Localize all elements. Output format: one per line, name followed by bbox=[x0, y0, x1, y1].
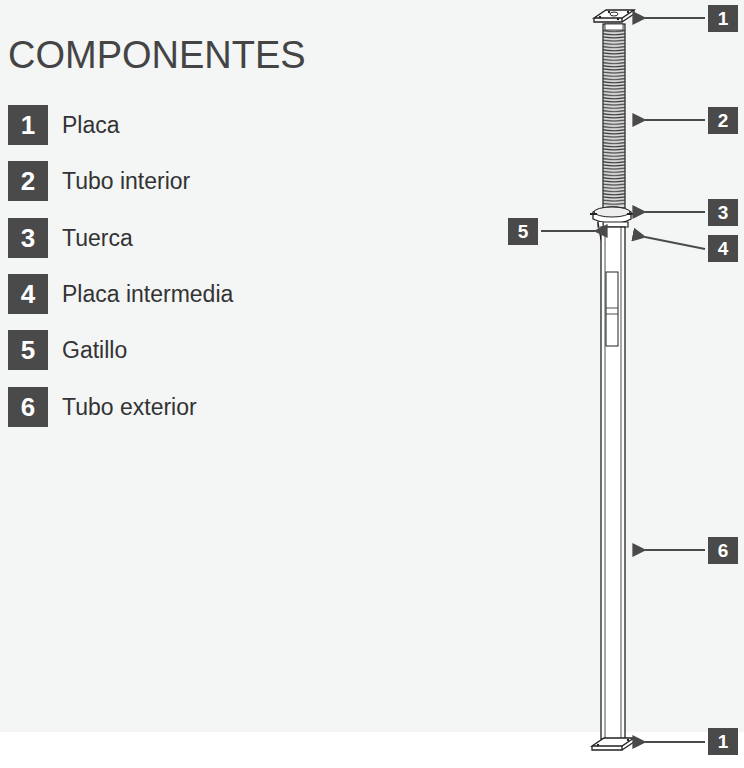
callout-number: 2 bbox=[708, 107, 738, 134]
callout-number: 1 bbox=[8, 105, 48, 145]
nut bbox=[590, 207, 634, 224]
page-title: COMPONENTES bbox=[8, 34, 306, 77]
callout-number: 1 bbox=[708, 728, 738, 755]
part-name: Gatillo bbox=[62, 330, 127, 370]
legend-item: 1Placa bbox=[8, 105, 48, 145]
callout: 4 bbox=[708, 235, 738, 262]
callout-number: 5 bbox=[8, 330, 48, 370]
callout: 3 bbox=[708, 199, 738, 226]
bottom-band bbox=[0, 732, 744, 768]
callout-number: 4 bbox=[708, 235, 738, 262]
callout: 2 bbox=[708, 107, 738, 134]
callout-number: 5 bbox=[508, 218, 538, 245]
legend-item: 5Gatillo bbox=[8, 330, 48, 370]
inner-tube bbox=[603, 24, 625, 208]
leader-arrows bbox=[541, 18, 705, 742]
callout-number: 6 bbox=[8, 387, 48, 427]
top-plate bbox=[594, 10, 634, 22]
leader-arrow bbox=[645, 741, 705, 743]
leader-arrow bbox=[541, 230, 595, 232]
legend-item: 4Placa intermedia bbox=[8, 274, 48, 314]
legend-item: 6Tubo exterior bbox=[8, 387, 48, 427]
callout-number: 3 bbox=[8, 218, 48, 258]
callout: 5 bbox=[508, 218, 538, 245]
part-name: Tuerca bbox=[62, 218, 133, 258]
part-name: Tubo exterior bbox=[62, 387, 197, 427]
legend-item: 3Tuerca bbox=[8, 218, 48, 258]
leader-arrow bbox=[645, 211, 705, 213]
leader-arrow bbox=[645, 119, 705, 121]
leader-arrow bbox=[645, 237, 705, 249]
part-name: Placa intermedia bbox=[62, 274, 233, 314]
outer-tube bbox=[601, 227, 625, 739]
leader-arrow bbox=[645, 549, 705, 551]
legend-item: 2Tubo interior bbox=[8, 161, 48, 201]
callout-number: 6 bbox=[708, 537, 738, 564]
bottom-plate bbox=[592, 738, 634, 750]
callout: 1 bbox=[708, 5, 738, 32]
leader-arrow bbox=[645, 17, 705, 19]
callout: 1 bbox=[708, 728, 738, 755]
part-name: Tubo interior bbox=[62, 161, 190, 201]
callout-number: 2 bbox=[8, 161, 48, 201]
part-name: Placa bbox=[62, 105, 120, 145]
callout-number: 4 bbox=[8, 274, 48, 314]
callout-number: 3 bbox=[708, 199, 738, 226]
callout: 6 bbox=[708, 537, 738, 564]
callout-number: 1 bbox=[708, 5, 738, 32]
